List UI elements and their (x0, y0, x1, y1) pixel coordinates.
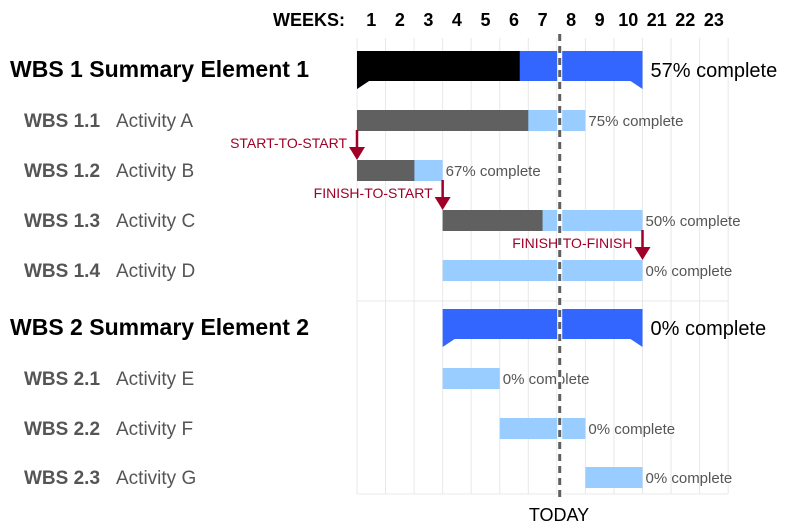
row-labels: WBS 1 Summary Element 1 WBS 1.1 Activity A… (10, 56, 309, 489)
activity-name: Activity C (116, 211, 195, 232)
activity-percent-label: 0% complete (646, 263, 733, 280)
week-tick-label: 10 (618, 10, 638, 30)
x-axis-label: WEEKS: (273, 10, 345, 30)
week-tick-label: 3 (423, 10, 433, 30)
activity-id: WBS 2.3 (24, 468, 100, 489)
activity-bar-done (357, 110, 529, 131)
dependency-arrow-icon (434, 197, 451, 210)
week-tick-label: 2 (395, 10, 405, 30)
week-tick-label: 22 (675, 10, 695, 30)
dependency-arrow-icon (634, 247, 651, 260)
activity-id: WBS 1.3 (24, 211, 100, 232)
activity-id: WBS 1.4 (24, 261, 100, 282)
activity-name: Activity A (116, 111, 193, 132)
activity-name: Activity F (116, 419, 193, 440)
activity-percent-label: 50% complete (646, 213, 741, 230)
activity-bar-remaining (442, 260, 643, 281)
activity-name: Activity G (116, 468, 196, 489)
bars: 57% complete 75% complete 67% complete 50% … (357, 51, 777, 488)
activity-bar-done (442, 210, 543, 231)
activity-bar-remaining (585, 467, 643, 488)
activity-id: WBS 1.1 (24, 111, 100, 132)
week-tick-label: 21 (647, 10, 667, 30)
activity-percent-label: 0% complete (588, 421, 675, 438)
week-tick-label: 1 (366, 10, 376, 30)
activity-percent-label: 67% complete (446, 163, 541, 180)
summary-percent-label: 57% complete (651, 60, 778, 82)
activity-percent-label: 0% complete (646, 470, 733, 487)
week-tick-label: 8 (566, 10, 576, 30)
today-label: TODAY (529, 505, 589, 525)
week-tick-label: 7 (538, 10, 548, 30)
activity-percent-label: 75% complete (588, 113, 683, 130)
activity-percent-label: 0% complete (503, 371, 590, 388)
week-tick-label: 4 (452, 10, 462, 30)
activity-name: Activity D (116, 261, 195, 282)
dependency-label: START-TO-START (230, 135, 347, 151)
summary-bar-remaining (442, 309, 643, 347)
activity-bar-done (357, 160, 415, 181)
dependencies: START-TO-START FINISH-TO-START FINISH-TO-F… (230, 130, 651, 260)
summary-label: WBS 2 Summary Element 2 (10, 314, 309, 340)
activity-name: Activity E (116, 369, 194, 390)
activity-id: WBS 1.2 (24, 161, 100, 182)
dependency-arrow-icon (349, 147, 365, 160)
activity-bar-remaining (499, 418, 586, 439)
activity-id: WBS 2.1 (24, 369, 100, 390)
dependency-label: FINISH-TO-START (314, 185, 433, 201)
week-tick-label: 5 (480, 10, 490, 30)
summary-label: WBS 1 Summary Element 1 (10, 56, 309, 82)
dependency-label: FINISH-TO-FINISH (512, 235, 632, 251)
summary-percent-label: 0% complete (651, 318, 767, 340)
summary-bar-done (357, 51, 520, 89)
activity-id: WBS 2.2 (24, 419, 100, 440)
week-tick-label: 6 (509, 10, 519, 30)
week-tick-label: 9 (595, 10, 605, 30)
activity-bar-remaining (442, 368, 500, 389)
activity-name: Activity B (116, 161, 194, 182)
week-tick-label: 23 (704, 10, 724, 30)
